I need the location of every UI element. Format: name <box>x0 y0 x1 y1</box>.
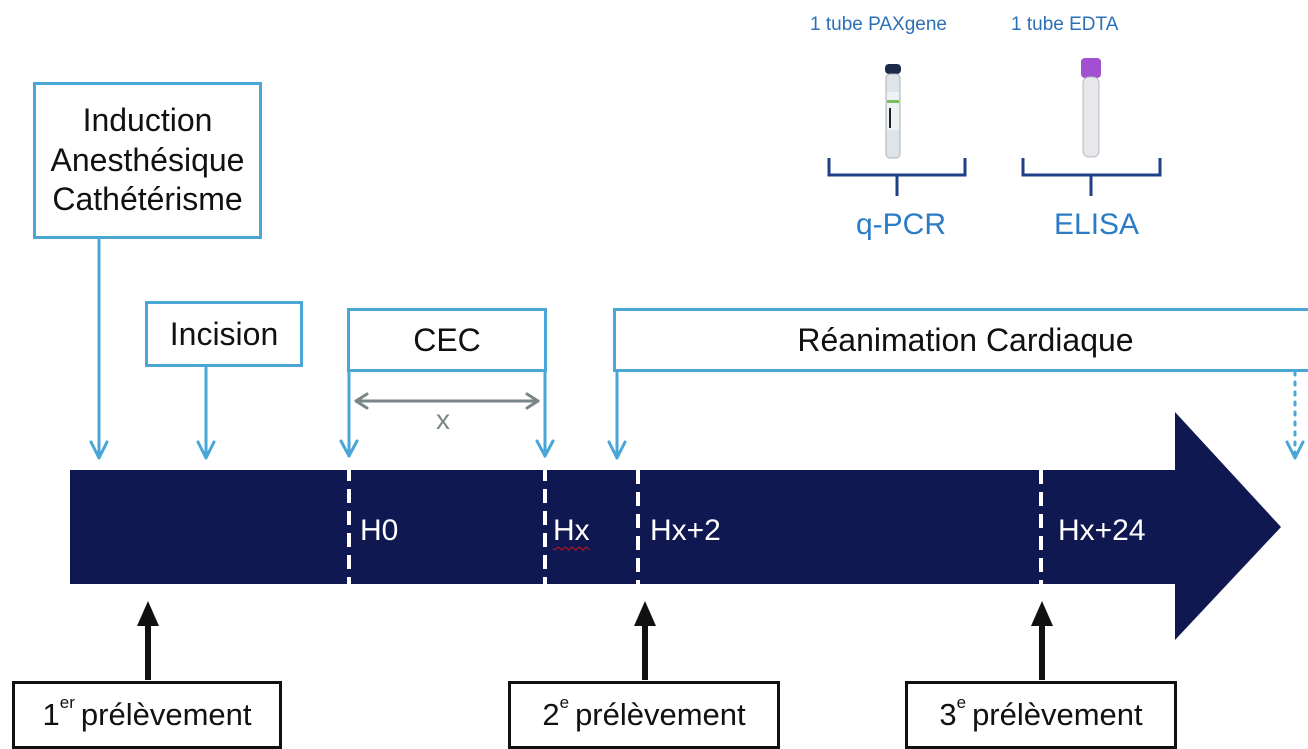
second-sample-box: 2 e prélèvement <box>508 681 780 749</box>
cec-duration-label: x <box>436 404 450 435</box>
arrow-cec-start <box>339 370 359 458</box>
cec-box: CEC <box>347 308 547 372</box>
third-sample-text: prélèvement <box>972 697 1143 732</box>
second-sample-text: prélèvement <box>575 697 746 732</box>
timeline-arrow <box>70 412 1281 640</box>
induction-box: Induction Anesthésique Cathétérisme <box>33 82 262 239</box>
arrow-induction <box>89 238 109 460</box>
arrow-cec-end <box>535 370 555 458</box>
arrow-reanimation <box>607 370 627 460</box>
induction-line-2: Anesthésique <box>50 141 245 178</box>
arrow-first-sample <box>137 601 159 680</box>
incision-box: Incision <box>145 301 303 367</box>
first-sample-box: 1 er prélèvement <box>12 681 282 749</box>
reanimation-label: Réanimation Cardiaque <box>797 321 1134 358</box>
paxgene-tube-label: 1 tube PAXgene <box>810 14 947 35</box>
bracket-edta <box>1021 158 1162 196</box>
cec-duration-arrow <box>354 392 540 410</box>
first-sample-number: 1 <box>42 697 60 732</box>
second-sample-number: 2 <box>542 697 560 732</box>
edta-tube-icon <box>1081 58 1101 158</box>
arrow-incision <box>196 364 216 460</box>
tick-label-hx24: Hx+24 <box>1058 514 1146 547</box>
first-sample-sup: er <box>59 693 75 712</box>
edta-tube-label: 1 tube EDTA <box>1011 14 1119 35</box>
arrow-second-sample <box>634 601 656 680</box>
arrow-reanimation-end-dotted <box>1285 370 1305 460</box>
cec-label: CEC <box>413 321 481 358</box>
induction-line-3: Cathétérisme <box>52 181 243 218</box>
tick-label-hx: Hx <box>553 514 590 547</box>
elisa-label: ELISA <box>1054 208 1140 241</box>
third-sample-number: 3 <box>939 697 957 732</box>
third-sample-box: 3 e prélèvement <box>905 681 1177 749</box>
tick-label-h0: H0 <box>360 514 399 547</box>
second-sample-sup: e <box>559 693 570 712</box>
arrow-third-sample <box>1031 601 1053 680</box>
paxgene-tube-icon <box>885 64 901 159</box>
qpcr-label: q-PCR <box>856 208 947 241</box>
incision-label: Incision <box>169 315 279 352</box>
bracket-paxgene <box>827 158 967 196</box>
reanimation-box: Réanimation Cardiaque <box>613 308 1308 372</box>
induction-line-1: Induction <box>82 101 213 138</box>
first-sample-text: prélèvement <box>80 697 252 732</box>
third-sample-sup: e <box>956 693 967 712</box>
tick-label-hx2: Hx+2 <box>650 514 721 547</box>
